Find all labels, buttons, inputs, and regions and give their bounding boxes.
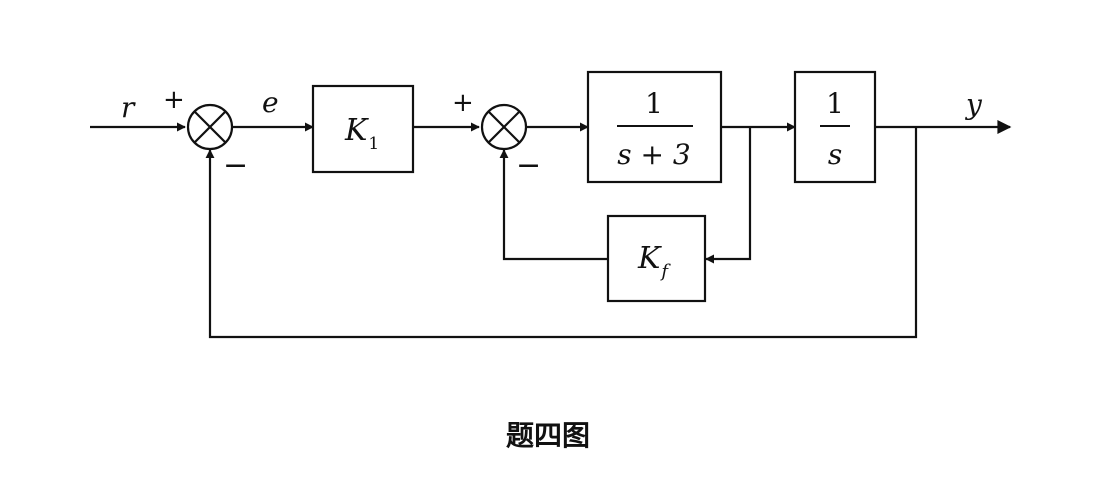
k1-block [311, 84, 415, 174]
plant2-numerator: 1 [826, 87, 844, 120]
plant2-denominator: s [828, 138, 842, 171]
error-label: e [262, 86, 279, 119]
input-label: r [121, 91, 136, 124]
kf-symbol: K [637, 241, 662, 276]
k1-subscript: 1 [368, 134, 379, 154]
k1-label: K1 [344, 113, 379, 154]
output-label: y [964, 88, 983, 121]
inner-summing-junction [480, 103, 528, 151]
inner-plus-sign: + [452, 88, 474, 118]
kf-block [606, 214, 707, 303]
k1-symbol: K [344, 113, 369, 148]
outer-summing-junction [186, 103, 234, 151]
inner-feedback-return [499, 149, 608, 261]
inner-feedback-branch [705, 127, 752, 264]
inner-minus-sign: − [516, 148, 541, 183]
outer-plus-sign: + [163, 85, 185, 115]
outer-minus-sign: − [223, 148, 248, 183]
outer-feedback-path [205, 127, 918, 339]
plant1-denominator: s + 3 [617, 138, 690, 171]
plant1-numerator: 1 [645, 87, 663, 120]
figure-caption: 题四图 [506, 419, 590, 452]
